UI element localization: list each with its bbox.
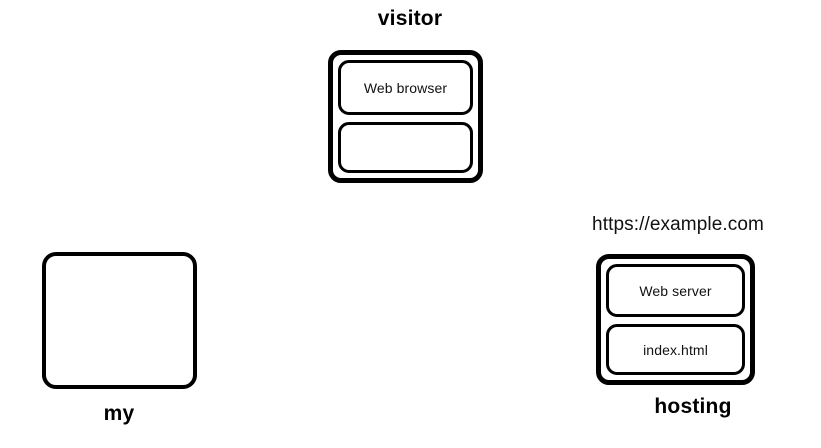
visitor-group-box[interactable]: Web browser — [328, 50, 483, 183]
visitor-item-web-browser-label: Web browser — [363, 79, 448, 96]
visitor-item-empty[interactable] — [338, 122, 473, 173]
my-device-box[interactable] — [42, 252, 197, 389]
visitor-item-web-browser[interactable]: Web browser — [338, 60, 473, 115]
hosting-url-label: https://example.com — [592, 214, 764, 235]
hosting-group-box[interactable]: Web server index.html — [596, 254, 755, 385]
hosting-item-web-server-label: Web server — [639, 282, 712, 299]
my-device-caption: my — [103, 402, 135, 425]
hosting-group-caption: hosting — [654, 395, 732, 418]
hosting-item-index-html[interactable]: index.html — [606, 324, 745, 375]
hosting-item-web-server[interactable]: Web server — [606, 264, 745, 317]
hosting-item-index-html-label: index.html — [643, 341, 708, 358]
visitor-group-title: visitor — [377, 7, 443, 30]
